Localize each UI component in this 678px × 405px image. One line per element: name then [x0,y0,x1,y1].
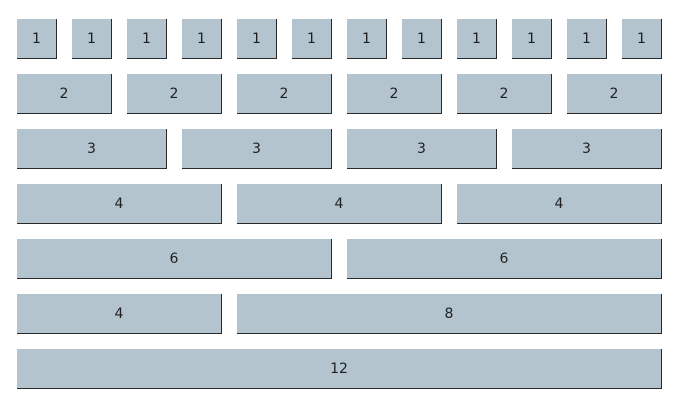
grid-row-span-12: 12 [17,349,662,389]
grid-cell: 3 [182,129,332,169]
grid-cell: 1 [127,19,167,59]
grid-cell: 3 [347,129,497,169]
grid-row-span-2: 2 2 2 2 2 2 [17,74,662,114]
grid-cell: 1 [292,19,332,59]
grid-cell: 2 [567,74,662,114]
grid-cell: 1 [567,19,607,59]
grid-cell: 4 [237,184,442,224]
grid-cell: 6 [17,239,332,279]
grid-cell: 4 [17,184,222,224]
grid-cell: 4 [17,294,222,334]
grid-cell: 1 [72,19,112,59]
grid-row-span-3: 3 3 3 3 [17,129,662,169]
grid-row-span-4-8: 4 8 [17,294,662,334]
grid-cell: 12 [17,349,662,389]
grid-cell: 1 [402,19,442,59]
grid-cell: 1 [17,19,57,59]
grid-cell: 4 [457,184,662,224]
grid-cell: 2 [17,74,112,114]
grid-row-span-4: 4 4 4 [17,184,662,224]
grid-cell: 1 [512,19,552,59]
grid-cell: 2 [457,74,552,114]
grid-cell: 2 [237,74,332,114]
grid-cell: 1 [457,19,497,59]
grid-cell: 1 [237,19,277,59]
grid-cell: 8 [237,294,662,334]
grid-row-span-6: 6 6 [17,239,662,279]
grid-cell: 2 [127,74,222,114]
grid-cell: 3 [17,129,167,169]
grid-cell: 1 [347,19,387,59]
grid-row-span-1: 1 1 1 1 1 1 1 1 1 1 1 1 [17,19,662,59]
grid-cell: 2 [347,74,442,114]
grid-cell: 1 [182,19,222,59]
grid-cell: 1 [622,19,662,59]
grid-cell: 3 [512,129,662,169]
grid-cell: 6 [347,239,662,279]
